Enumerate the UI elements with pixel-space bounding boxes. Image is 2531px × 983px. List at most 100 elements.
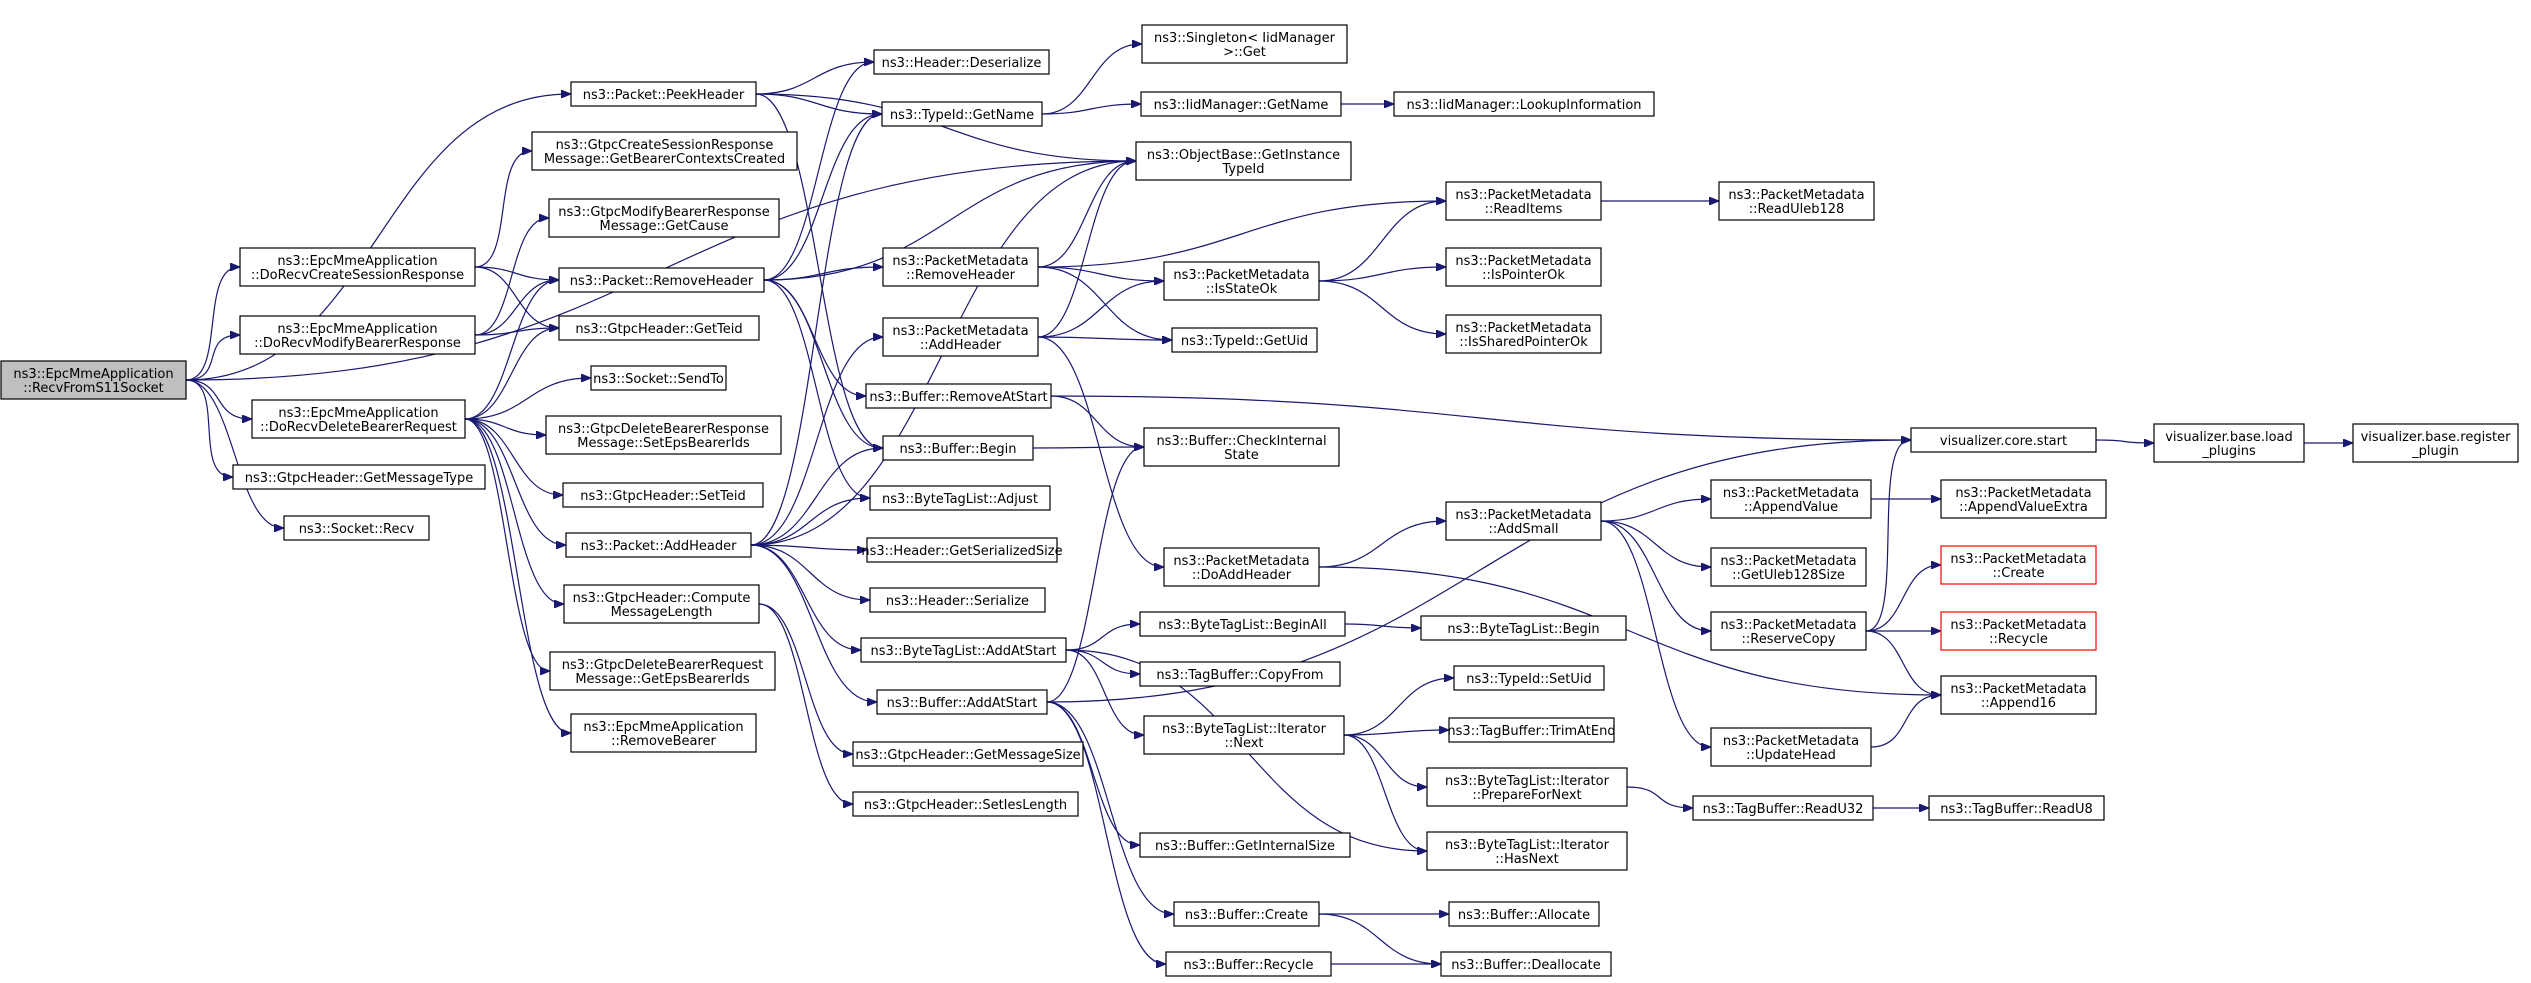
node-ns3-buffer-addatstart[interactable]: ns3::Buffer::AddAtStart <box>876 689 1048 715</box>
node-label-line: ::RemoveHeader <box>906 268 1016 283</box>
node-ns3-packetmetadata-doaddheader[interactable]: ns3::PacketMetadata::DoAddHeader <box>1163 547 1320 587</box>
node-ns3-tagbuffer-readu8[interactable]: ns3::TagBuffer::ReadU8 <box>1928 795 2105 821</box>
node-ns3-packetmetadata-appendvalue[interactable]: ns3::PacketMetadata::AppendValue <box>1710 479 1872 519</box>
node-ns3-bytetaglist-iterator-preparefornext[interactable]: ns3::ByteTagList::Iterator::PrepareForNe… <box>1426 767 1628 807</box>
node-ns3-packetmetadata-readuleb128[interactable]: ns3::PacketMetadata::ReadUleb128 <box>1718 181 1875 221</box>
node-ns3-tagbuffer-trimatend[interactable]: ns3::TagBuffer::TrimAtEnd <box>1447 717 1616 743</box>
node-label-line: State <box>1224 448 1258 463</box>
node-ns3-buffer-getinternalsize[interactable]: ns3::Buffer::GetInternalSize <box>1139 832 1351 858</box>
node-ns3-packetmetadata-issharedpointerok[interactable]: ns3::PacketMetadata::IsSharedPointerOk <box>1445 314 1602 354</box>
node-ns3-bytetaglist-beginall[interactable]: ns3::ByteTagList::BeginAll <box>1139 611 1346 637</box>
node-ns3-iidmanager-lookupinformation[interactable]: ns3::IidManager::LookupInformation <box>1393 91 1655 117</box>
node-label-line: ns3::PacketMetadata <box>1173 268 1309 283</box>
edge-n0-n4 <box>185 379 251 419</box>
node-label-line: ::AddSmall <box>1488 522 1558 537</box>
node-ns3-packetmetadata-removeheader[interactable]: ns3::PacketMetadata::RemoveHeader <box>882 247 1039 287</box>
node-ns3-epcmmeapplication-dorecvdeletebearerrequest[interactable]: ns3::EpcMmeApplication::DoRecvDeleteBear… <box>251 399 466 439</box>
node-ns3-packetmetadata-readitems[interactable]: ns3::PacketMetadata::ReadItems <box>1445 181 1602 221</box>
node-ns3-header-serialize[interactable]: ns3::Header::Serialize <box>869 587 1046 613</box>
edge-n0-n3 <box>185 335 239 381</box>
node-label-line: ns3::Buffer::Deallocate <box>1451 958 1600 973</box>
node-box <box>1141 24 1348 64</box>
node-label-line: ::ReadItems <box>1485 202 1563 217</box>
node-ns3-buffer-create[interactable]: ns3::Buffer::Create <box>1173 901 1320 927</box>
node-visualizer-base-load-plugins[interactable]: visualizer.base.load_plugins <box>2153 423 2305 463</box>
node-visualizer-base-register-plugin[interactable]: visualizer.base.register_plugin <box>2352 423 2519 463</box>
node-ns3-epcmmeapplication-dorecvmodifybearerresponse[interactable]: ns3::EpcMmeApplication::DoRecvModifyBear… <box>239 315 476 355</box>
edge-n23-n36 <box>1032 447 1143 448</box>
node-ns3-buffer-removeatstart[interactable]: ns3::Buffer::RemoveAtStart <box>865 383 1052 409</box>
node-ns3-packetmetadata-isstateok[interactable]: ns3::PacketMetadata::IsStateOk <box>1163 261 1320 301</box>
node-ns3-singleton-iidmanager-get[interactable]: ns3::Singleton< IidManager >::Get <box>1141 24 1348 64</box>
node-ns3-bytetaglist-begin[interactable]: ns3::ByteTagList::Begin <box>1420 615 1627 641</box>
node-ns3-packetmetadata-getuleb128size[interactable]: ns3::PacketMetadata::GetUleb128Size <box>1710 547 1867 587</box>
node-ns3-gtpcheader-setieslength[interactable]: ns3::GtpcHeader::SetIesLength <box>852 791 1079 817</box>
node-ns3-epcmmeapplication-recvfroms11socket[interactable]: ns3::EpcMmeApplication::RecvFromS11Socke… <box>0 360 187 400</box>
node-ns3-header-deserialize[interactable]: ns3::Header::Deserialize <box>873 49 1050 75</box>
node-ns3-gtpccreatesessionresponsemessage-getbearercontextscreated[interactable]: ns3::GtpcCreateSessionResponseMessage::G… <box>531 131 798 171</box>
node-ns3-packetmetadata-append16[interactable]: ns3::PacketMetadata::Append16 <box>1940 675 2097 715</box>
node-ns3-packetmetadata-appendvalueextra[interactable]: ns3::PacketMetadata::AppendValueExtra <box>1940 479 2107 519</box>
edge-n28-n41 <box>1046 701 1139 845</box>
node-ns3-bytetaglist-iterator-next[interactable]: ns3::ByteTagList::Iterator::Next <box>1143 715 1345 755</box>
node-ns3-epcmmeapplication-removebearer[interactable]: ns3::EpcMmeApplication::RemoveBearer <box>570 713 757 753</box>
node-label-line: ns3::Header::Serialize <box>886 594 1029 609</box>
node-ns3-packetmetadata-addheader[interactable]: ns3::PacketMetadata::AddHeader <box>882 317 1039 357</box>
node-ns3-packetmetadata-addsmall[interactable]: ns3::PacketMetadata::AddSmall <box>1445 501 1602 541</box>
node-ns3-tagbuffer-copyfrom[interactable]: ns3::TagBuffer::CopyFrom <box>1139 661 1341 687</box>
node-ns3-packetmetadata-create[interactable]: ns3::PacketMetadata::Create <box>1940 545 2097 585</box>
node-ns3-gtpcheader-getmessagetype[interactable]: ns3::GtpcHeader::GetMessageType <box>232 464 486 490</box>
node-ns3-tagbuffer-readu32[interactable]: ns3::TagBuffer::ReadU32 <box>1692 795 1874 821</box>
node-ns3-packetmetadata-ispointerok[interactable]: ns3::PacketMetadata::IsPointerOk <box>1445 247 1602 287</box>
node-ns3-gtpcheader-getmessagesize[interactable]: ns3::GtpcHeader::GetMessageSize <box>852 741 1084 767</box>
node-ns3-socket-recv[interactable]: ns3::Socket::Recv <box>283 515 430 541</box>
node-ns3-socket-sendto[interactable]: ns3::Socket::SendTo <box>590 365 727 391</box>
node-label-line: ns3::TagBuffer::ReadU8 <box>1940 802 2093 817</box>
node-label-line: ::Append16 <box>1981 696 2056 711</box>
node-ns3-gtpcheader-getteid[interactable]: ns3::GtpcHeader::GetTeid <box>558 315 760 341</box>
edge-n21-n34 <box>1037 281 1163 338</box>
edge-n4-n16 <box>464 418 549 671</box>
node-ns3-gtpcdeletebearerresponsemessage-setepsbearerids[interactable]: ns3::GtpcDeleteBearerResponseMessage::Se… <box>545 415 782 455</box>
node-label-line: ns3::ByteTagList::Adjust <box>882 492 1038 507</box>
edge-n22-n36 <box>1050 395 1143 447</box>
node-ns3-typeid-getuid[interactable]: ns3::TypeId::GetUid <box>1171 327 1318 353</box>
node-ns3-bytetaglist-iterator-hasnext[interactable]: ns3::ByteTagList::Iterator::HasNext <box>1426 831 1628 871</box>
edge-n4-n10 <box>464 328 558 420</box>
node-visualizer-core-start[interactable]: visualizer.core.start <box>1910 427 2097 453</box>
node-box <box>1440 951 1612 977</box>
node-ns3-header-getserializedsize[interactable]: ns3::Header::GetSerializedSize <box>861 537 1063 563</box>
edge-n14-n28 <box>750 544 876 702</box>
node-box <box>1445 181 1602 221</box>
node-ns3-packetmetadata-recycle[interactable]: ns3::PacketMetadata::Recycle <box>1940 611 2097 651</box>
node-ns3-buffer-recycle[interactable]: ns3::Buffer::Recycle <box>1165 951 1332 977</box>
node-ns3-iidmanager-getname[interactable]: ns3::IidManager::GetName <box>1140 91 1342 117</box>
node-ns3-packet-removeheader[interactable]: ns3::Packet::RemoveHeader <box>558 267 765 293</box>
node-ns3-packetmetadata-updatehead[interactable]: ns3::PacketMetadata::UpdateHead <box>1710 727 1872 767</box>
node-ns3-epcmmeapplication-dorecvcreatesessionresponse[interactable]: ns3::EpcMmeApplication::DoRecvCreateSess… <box>239 247 476 287</box>
node-label-line: ::AppendValueExtra <box>1959 500 2088 515</box>
node-ns3-packetmetadata-reservecopy[interactable]: ns3::PacketMetadata::ReserveCopy <box>1710 611 1867 651</box>
node-ns3-buffer-allocate[interactable]: ns3::Buffer::Allocate <box>1448 901 1600 927</box>
node-ns3-bytetaglist-addatstart[interactable]: ns3::ByteTagList::AddAtStart <box>860 637 1067 663</box>
node-box <box>852 741 1084 767</box>
node-ns3-packet-peekheader[interactable]: ns3::Packet::PeekHeader <box>570 81 757 107</box>
node-ns3-packet-addheader[interactable]: ns3::Packet::AddHeader <box>565 532 752 558</box>
node-label-line: ns3::Socket::SendTo <box>593 372 724 387</box>
node-label-line: ::HasNext <box>1495 852 1559 867</box>
node-ns3-gtpcmodifybearerresponsemessage-getcause[interactable]: ns3::GtpcModifyBearerResponseMessage::Ge… <box>548 198 780 238</box>
node-ns3-buffer-deallocate[interactable]: ns3::Buffer::Deallocate <box>1440 951 1612 977</box>
edge-n40-n52 <box>1343 734 1426 787</box>
node-ns3-typeid-setuid[interactable]: ns3::TypeId::SetUid <box>1453 665 1605 691</box>
node-ns3-buffer-begin[interactable]: ns3::Buffer::Begin <box>882 435 1034 461</box>
edge-n28-n43 <box>1046 701 1165 964</box>
node-label-line: ns3::Buffer::RemoveAtStart <box>869 390 1047 405</box>
node-ns3-typeid-getname[interactable]: ns3::TypeId::GetName <box>881 101 1043 127</box>
node-label-line: ns3::IidManager::GetName <box>1154 98 1329 113</box>
node-ns3-bytetaglist-adjust[interactable]: ns3::ByteTagList::Adjust <box>869 485 1051 511</box>
node-ns3-gtpcheader-setteid[interactable]: ns3::GtpcHeader::SetTeid <box>562 482 764 508</box>
node-ns3-gtpcdeletebearerrequestmessage-getepsbearerids[interactable]: ns3::GtpcDeleteBearerRequestMessage::Get… <box>549 651 776 691</box>
